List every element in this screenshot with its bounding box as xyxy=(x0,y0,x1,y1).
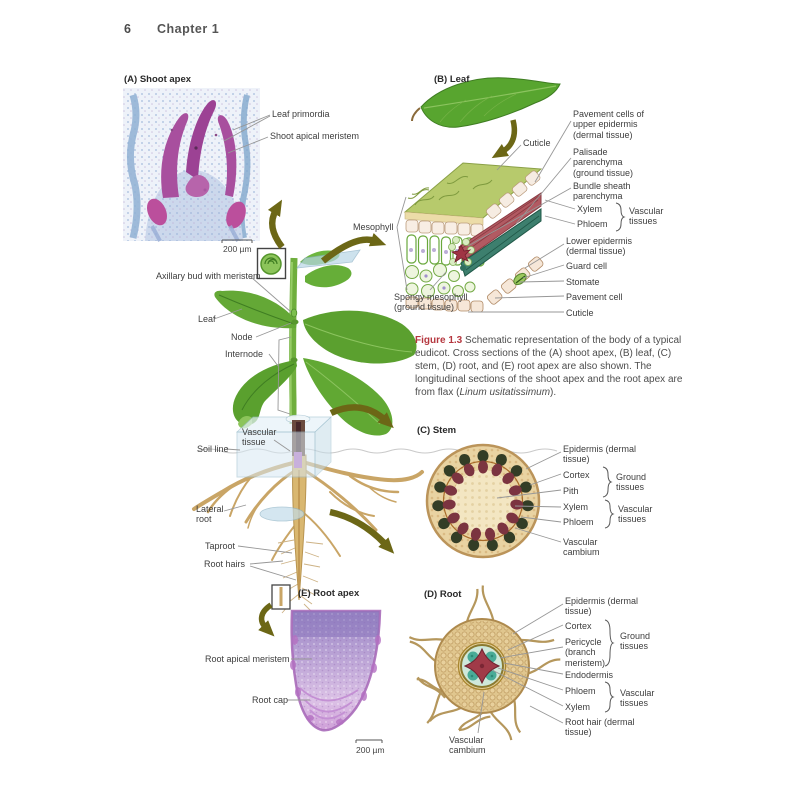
label-bundle-sheath: Bundle sheath parenchyma xyxy=(573,181,631,202)
shoot-apex-box xyxy=(256,247,287,280)
scale-label-a: 200 µm xyxy=(223,244,252,254)
label-d-pericycle: Pericycle (branch meristem) xyxy=(565,637,605,668)
axillary-bud-art xyxy=(290,308,298,318)
label-cuticle-bottom: Cuticle xyxy=(566,308,594,318)
label-c-cortex: Cortex xyxy=(563,470,590,480)
leader-lines xyxy=(213,114,576,734)
brace-d-ground xyxy=(604,619,615,667)
label-node: Node xyxy=(231,332,253,342)
label-mesophyll: Mesophyll xyxy=(353,222,394,232)
arrow-leaf-to-cube xyxy=(491,119,518,159)
label-c-phloem: Phloem xyxy=(563,517,594,527)
label-root-hairs: Root hairs xyxy=(204,559,246,569)
label-c-ground-tissues: Ground tissues xyxy=(616,472,647,493)
figure-caption-end: ). xyxy=(550,387,557,398)
label-root-apical-meristem: Root apical meristem xyxy=(205,654,290,664)
label-pavement-cells: Pavement cells of upper epidermis (derma… xyxy=(573,109,645,140)
figure-caption-species: Linum usitatissimum xyxy=(459,387,551,398)
arrow-to-d xyxy=(329,508,395,554)
label-b-phloem: Phloem xyxy=(577,219,608,229)
spongy-cells xyxy=(405,263,476,298)
label-palisade: Palisade parenchyma (ground tissue) xyxy=(573,147,634,178)
label-leaf-primordia: Leaf primordia xyxy=(272,109,330,119)
root-apex-micrograph xyxy=(290,609,383,743)
label-c-vascular-cambium: Vascular cambium xyxy=(563,537,600,558)
label-d-xylem: Xylem xyxy=(565,702,591,712)
panel-d-title: (D) Root xyxy=(424,589,462,600)
cut-disc xyxy=(259,506,305,522)
label-c-xylem: Xylem xyxy=(563,502,589,512)
arrow-to-e xyxy=(258,602,275,637)
label-d-cortex: Cortex xyxy=(565,621,592,631)
panel-b-title: (B) Leaf xyxy=(434,74,470,85)
shoot-apex-micrograph xyxy=(123,88,260,243)
label-lateral-root: Lateral root xyxy=(196,504,224,525)
stem-art xyxy=(289,257,298,424)
arrow-to-b xyxy=(320,233,387,264)
label-root-cap: Root cap xyxy=(252,695,289,705)
panel-a-title: (A) Shoot apex xyxy=(124,74,192,85)
label-shoot-apical-meristem: Shoot apical meristem xyxy=(270,131,360,141)
label-c-vascular-tissues: Vascular tissues xyxy=(618,504,653,525)
vein-cut-end xyxy=(450,244,472,263)
bundle-sheath-cells xyxy=(448,236,475,266)
scale-bar-a xyxy=(221,239,253,243)
brace-d-vascular xyxy=(604,681,615,713)
label-d-epidermis: Epidermis (dermal tissue) xyxy=(565,596,639,617)
label-b-xylem: Xylem xyxy=(577,204,603,214)
label-internode: Internode xyxy=(225,349,264,359)
scale-label-e: 200 µm xyxy=(356,745,385,755)
label-guard-cell: Guard cell xyxy=(566,261,608,271)
arrow-to-a xyxy=(267,199,285,249)
label-d-phloem: Phloem xyxy=(565,686,596,696)
leaf-cube-diagram xyxy=(403,77,561,313)
chapter-heading: Chapter 1 xyxy=(157,22,220,36)
label-soil-line: Soil line xyxy=(197,444,229,454)
label-c-pith: Pith xyxy=(563,486,579,496)
label-d-vascular-cambium: Vascular cambium xyxy=(449,735,486,756)
label-cuticle-top: Cuticle xyxy=(523,138,551,148)
page-number: 6 xyxy=(124,22,132,36)
label-leaf: Leaf xyxy=(198,314,216,324)
root-cross-section xyxy=(408,585,561,741)
arrows xyxy=(258,119,518,637)
label-d-vascular-tissues: Vascular tissues xyxy=(620,688,655,709)
braces xyxy=(602,202,626,713)
label-lower-epidermis: Lower epidermis (dermal tissue) xyxy=(566,236,633,257)
brace-c-vascular xyxy=(604,499,615,529)
shoot-bud xyxy=(260,253,282,275)
label-b-vascular-tissues: Vascular tissues xyxy=(629,206,664,227)
label-vascular-tissue: Vascular tissue xyxy=(242,427,277,448)
brace-c-ground xyxy=(602,466,613,498)
leaf-whole xyxy=(420,77,561,128)
label-d-ground-tissues: Ground tissues xyxy=(620,631,651,652)
label-c-epidermis: Epidermis (dermal tissue) xyxy=(563,444,637,465)
panel-c-title: (C) Stem xyxy=(417,425,457,436)
brace-b-vascular xyxy=(615,202,626,232)
plant-illustration xyxy=(192,247,558,614)
label-stomate: Stomate xyxy=(566,277,600,287)
scale-bar-e xyxy=(355,739,383,743)
figure-caption-label: Figure 1.3 xyxy=(415,335,463,346)
stem-cross-section xyxy=(425,443,541,559)
label-d-root-hair: Root hair (dermal tissue) xyxy=(565,717,635,738)
label-pavement-cell: Pavement cell xyxy=(566,292,623,302)
figure-caption: Figure 1.3 Schematic representation of t… xyxy=(415,334,689,399)
panel-e-title: (E) Root apex xyxy=(298,588,360,599)
vascular-bundles xyxy=(432,450,534,551)
soil-cube xyxy=(235,414,333,478)
figure-caption-body: Schematic representation of the body of … xyxy=(415,335,683,398)
arrow-to-c xyxy=(329,404,394,429)
label-d-endodermis: Endodermis xyxy=(565,670,614,680)
label-taproot: Taproot xyxy=(205,541,236,551)
label-spongy-mesophyll: Spongy mesophyll (ground tissue) xyxy=(394,292,468,313)
label-axillary-bud: Axillary bud with meristem xyxy=(156,271,261,281)
